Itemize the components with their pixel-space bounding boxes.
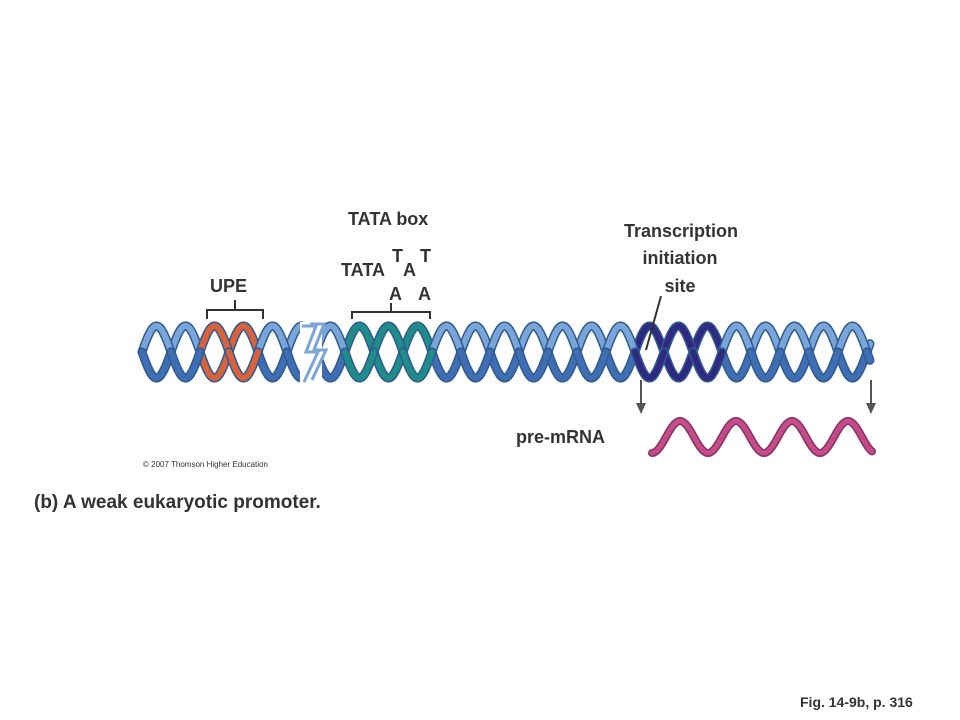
helix-strand-segment (777, 323, 812, 355)
helix-strand-segment (226, 323, 261, 355)
helix-strand-segment (748, 323, 783, 355)
helix-strand-segment (371, 323, 406, 355)
dna-helix-back-strands (137, 321, 875, 357)
helix-strand-segment (719, 349, 754, 381)
initiation-pointer-line (645, 295, 662, 351)
helix-strand-segment (342, 349, 377, 381)
copyright-notice: © 2007 Thomson Higher Education (143, 460, 268, 469)
helix-strand-segment (603, 349, 638, 381)
helix-strand-segment (400, 349, 435, 381)
tata-sequence-top-t1: T (392, 246, 403, 266)
helix-strand-segment (429, 323, 464, 355)
helix-strand-segment (864, 349, 873, 364)
pre-mrna-label: pre-mRNA (516, 427, 605, 447)
arrow-down-icon (636, 380, 646, 414)
helix-strand-segment (400, 323, 435, 355)
helix-strand-segment (342, 323, 377, 355)
helix-strand-segment (661, 323, 696, 355)
upe-bracket (206, 300, 264, 319)
tata-box-label: TATA box (348, 209, 428, 229)
helix-strand-segment (835, 349, 870, 381)
helix-strand-segment (226, 349, 261, 381)
helix-strand-segment (574, 349, 609, 381)
tata-bracket (351, 303, 431, 319)
helix-strand-segment (777, 349, 812, 381)
helix-strand-segment (835, 323, 870, 355)
figure-reference: Fig. 14-9b, p. 316 (800, 694, 913, 710)
helix-strand-segment (168, 349, 203, 381)
helix-strand-segment (545, 349, 580, 381)
helix-strand-segment (574, 323, 609, 355)
helix-strand-segment (255, 323, 290, 355)
helix-strand-segment (487, 323, 522, 355)
tata-sequence-bottom-a2: A (418, 284, 431, 304)
helix-strand-segment (516, 349, 551, 381)
figure-caption: (b) A weak eukaryotic promoter. (34, 492, 321, 513)
helix-strand-segment (458, 349, 493, 381)
dna-helix-front-strands (137, 347, 875, 383)
tata-sequence-mid: A (403, 260, 416, 280)
helix-strand-segment (748, 349, 783, 381)
helix-strand-segment (632, 349, 667, 381)
pre-mrna-strand (648, 416, 876, 458)
helix-strand-segment (429, 349, 464, 381)
helix-strand-segment (719, 323, 754, 355)
helix-strand-segment (458, 323, 493, 355)
helix-strand-segment (371, 349, 406, 381)
helix-strand-segment (197, 323, 232, 355)
helix-strand-segment (139, 323, 174, 355)
helix-strand-segment (545, 323, 580, 355)
helix-strand-segment (690, 349, 725, 381)
helix-strand-segment (197, 349, 232, 381)
helix-strand-segment (487, 349, 522, 381)
upe-label: UPE (210, 276, 247, 296)
helix-strand-segment (139, 349, 174, 381)
helix-strand-segment (632, 323, 667, 355)
helix-strand-segment (661, 349, 696, 381)
tata-sequence-main: TATA (341, 260, 385, 280)
helix-break-mark (300, 322, 329, 384)
helix-strand-segment (690, 323, 725, 355)
helix-strand-segment (168, 323, 203, 355)
transcription-label-line3: site (664, 276, 695, 296)
helix-strand-segment (806, 323, 841, 355)
mrna-strand-line (649, 418, 875, 456)
helix-strand-segment (255, 349, 290, 381)
transcription-label-line2: initiation (643, 248, 718, 268)
transcription-label-line1: Transcription (624, 221, 738, 241)
tata-sequence-top-t2: T (420, 246, 431, 266)
helix-strand-segment (806, 349, 841, 381)
tata-sequence-bottom-a1: A (389, 284, 402, 304)
helix-strand-segment (516, 323, 551, 355)
helix-strand-segment (603, 323, 638, 355)
arrow-down-icon (866, 380, 876, 414)
